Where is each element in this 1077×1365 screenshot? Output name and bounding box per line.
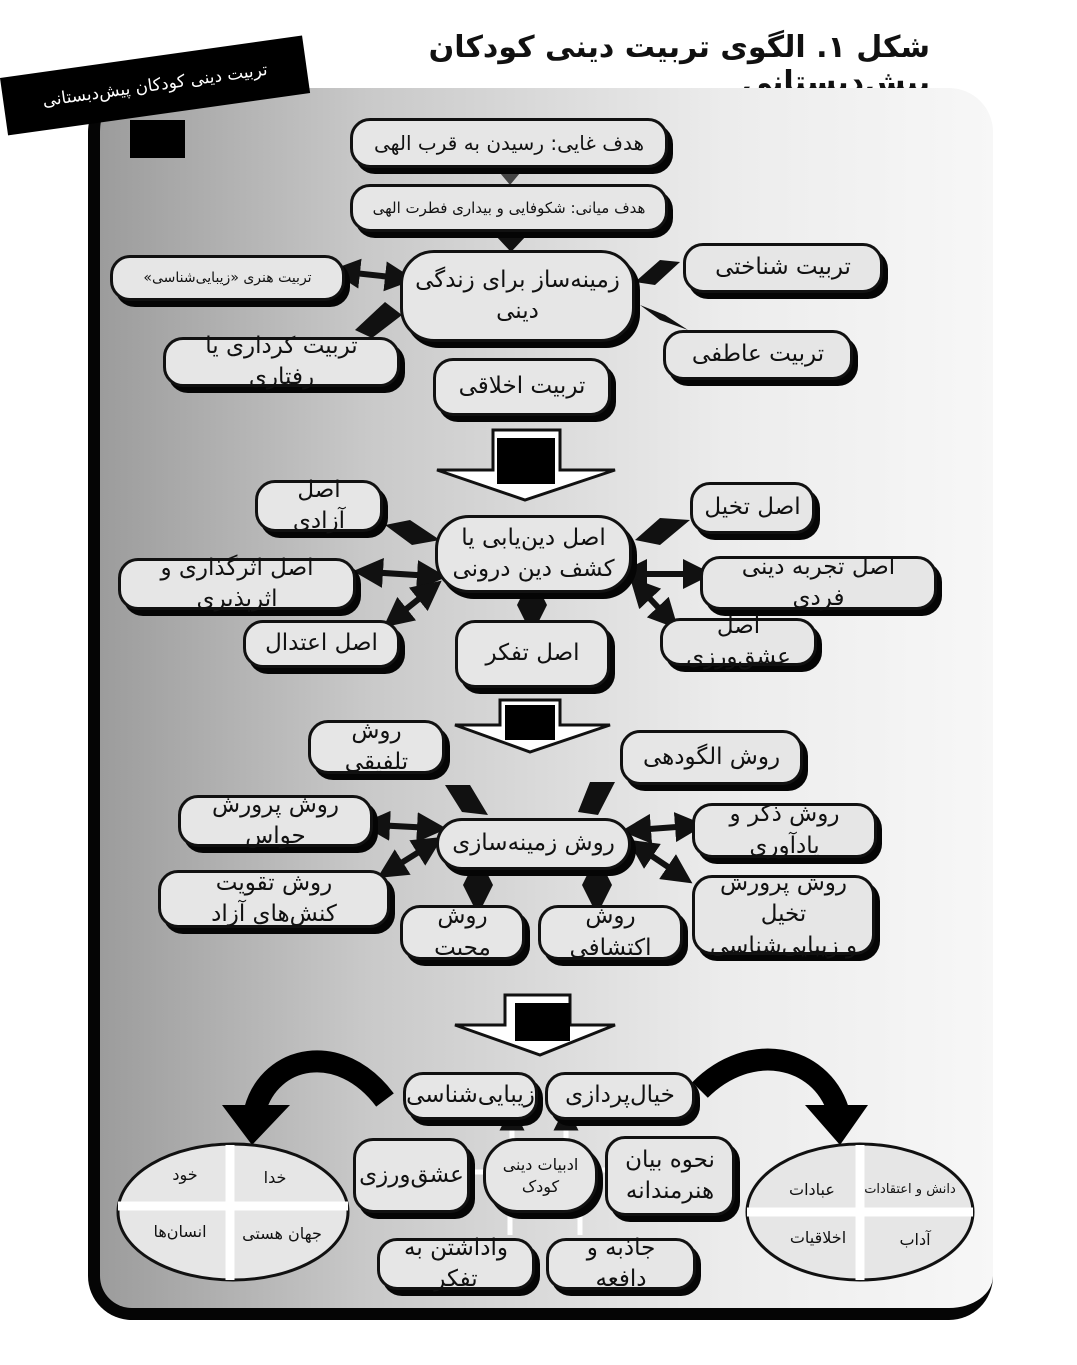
method-remembrance: روش ذکر و یادآوری <box>692 801 877 859</box>
literature-expression: نحوه بیان هنرمندانه <box>605 1136 735 1216</box>
curve-arrow-left <box>244 1050 394 1114</box>
literature-attraction: جاذبه و دافعه <box>546 1235 696 1292</box>
link-behavioral <box>355 302 402 338</box>
link-integrative <box>445 785 488 815</box>
principle-influence: اصل اثرگذاری و اثرپذیری <box>118 555 356 612</box>
cognitive-education: تربیت شناختی <box>683 243 883 293</box>
method-free-actions: روش تقویت کنش‌های آزاد <box>158 870 390 928</box>
link-cognitive <box>635 260 680 285</box>
link-emotional <box>640 305 688 330</box>
oval-left-humans: انسان‌ها <box>153 1222 207 1241</box>
oval-right-ethics: اخلاقیات <box>789 1228 847 1247</box>
methods-center: روش زمینه‌سازی <box>436 818 631 870</box>
link-artistic <box>330 258 415 292</box>
curve-arrow-left-head <box>222 1105 290 1145</box>
method-integrative: روش تلفیقی <box>308 718 445 775</box>
oval-left-god: خدا <box>263 1168 287 1187</box>
oval-right-knowledge: دانش و اعتقادات <box>864 1182 956 1197</box>
goal-intermediate: هدف میانی: شکوفایی و بیداری فطرت الهی <box>350 184 668 232</box>
link-imagination-aesthetics <box>627 839 693 884</box>
principles-center: اصل دین‌یابی یا کشف دین درونی <box>435 515 632 593</box>
link-moderation <box>383 580 442 628</box>
method-imagination-aesthetics: روش پرورش تخیل و زیبایی‌شناسی <box>692 870 875 959</box>
curve-arrow-right <box>692 1048 849 1115</box>
banner-tab <box>130 120 185 158</box>
link-free-actions <box>377 837 443 878</box>
behavioral-education: تربیت کرداری یا رفتاری <box>163 333 400 390</box>
oval-left-universe: جهان هستی <box>242 1224 322 1243</box>
curve-arrow-right-head <box>805 1105 868 1145</box>
principle-imagination: اصل تخیل <box>690 482 815 534</box>
artistic-education: تربیت هنری «زیبایی‌شناسی» <box>110 255 345 301</box>
principle-freedom: اصل آزادی <box>255 477 383 534</box>
oval-right-etiquette: آداب <box>899 1230 931 1249</box>
link-imagination <box>635 518 690 545</box>
method-affection: روش محبت <box>400 903 525 961</box>
literature-thinking: واداشتن به تفکر <box>377 1235 535 1292</box>
principle-experience: اصل تجربه دینی فردی <box>700 554 937 611</box>
foundation-center: زمینه‌ساز برای زندگی دینی <box>400 250 635 342</box>
link-modeling <box>578 782 615 815</box>
arrow-goal-2 <box>495 235 527 252</box>
method-senses: روش پرورش حواس <box>178 792 373 849</box>
goal-ultimate: هدف غایی: رسیدن به قرب الهی <box>350 118 668 168</box>
method-modeling: روش الگودهی <box>620 730 803 785</box>
literature-fantasy: خیال‌پردازی <box>545 1072 695 1120</box>
oval-right-worship: عبادات <box>789 1180 835 1199</box>
literature-love: عشق‌ورزی <box>353 1138 470 1213</box>
link-love <box>629 577 679 629</box>
literature-aesthetics: زیبایی‌شناسی <box>403 1072 538 1120</box>
oval-left-self: خود <box>172 1165 198 1184</box>
link-senses <box>360 810 447 843</box>
literature-center: ادبیات دینی کودک <box>483 1138 598 1213</box>
method-discovery: روش اکتشافی <box>538 903 683 961</box>
emotional-education: تربیت عاطفی <box>663 330 853 380</box>
link-influence <box>353 557 447 591</box>
moral-education: تربیت اخلاقی <box>433 358 611 416</box>
link-remembrance <box>621 812 705 844</box>
link-freedom <box>385 520 440 545</box>
principle-moderation: اصل اعتدال <box>243 620 400 668</box>
arrow-goal-1 <box>495 167 525 185</box>
principle-love: اصل عشق‌ورزی <box>660 613 817 670</box>
principle-thinking: اصل تفکر <box>455 620 610 688</box>
